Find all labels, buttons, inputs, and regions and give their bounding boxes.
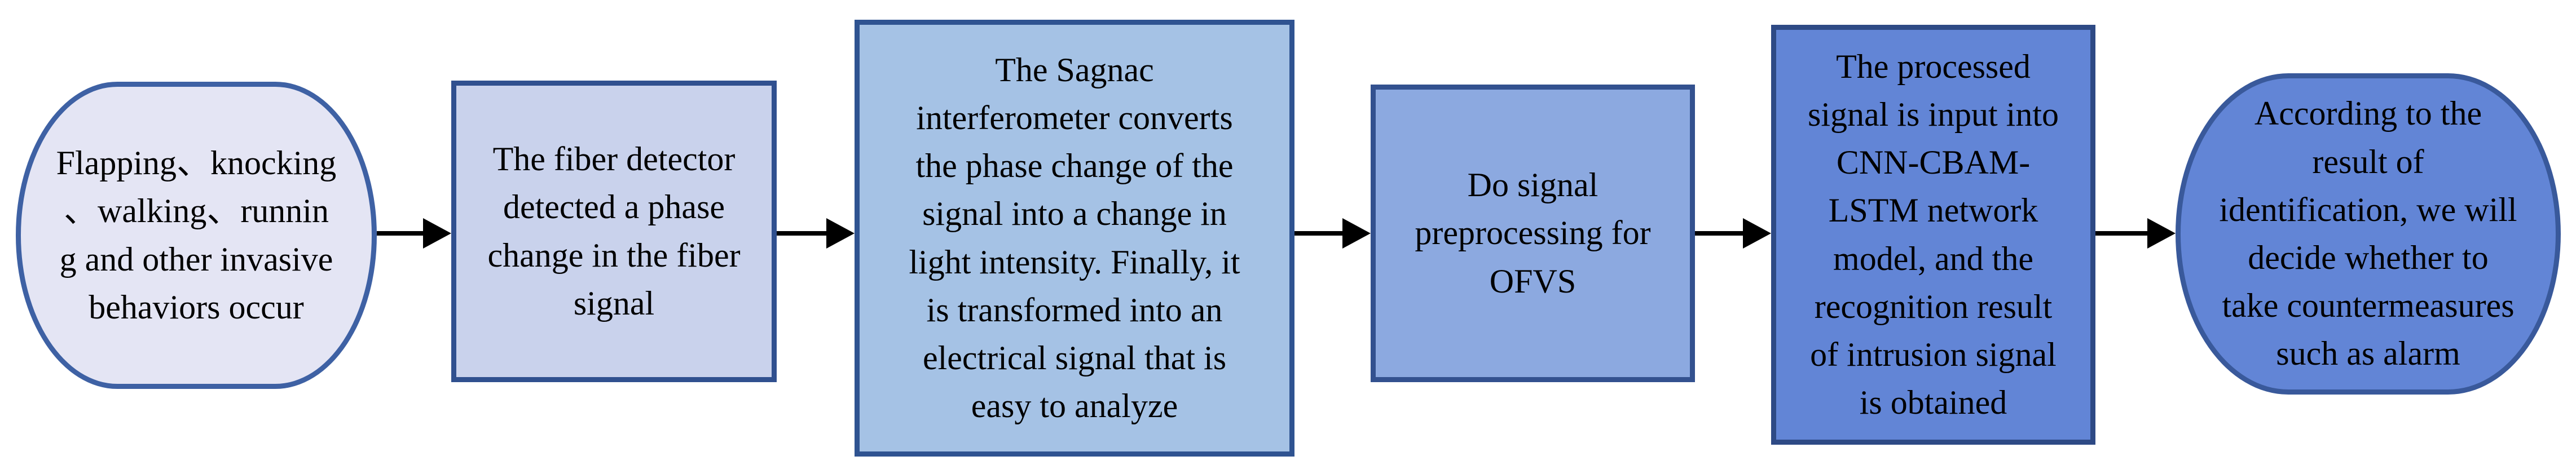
arrow-3-shaft [1294, 231, 1347, 236]
node-countermeasures-end-label: According to the result of identificatio… [2219, 95, 2517, 373]
arrow-1-shaft [377, 231, 428, 236]
node-cnn-cbam-lstm-label: The processed signal is input into CNN-C… [1807, 47, 2059, 422]
arrow-2-head-icon [826, 218, 855, 249]
node-fiber-detector-label: The fiber detector detected a phase chan… [487, 140, 741, 322]
node-fiber-detector: The fiber detector detected a phase chan… [451, 81, 777, 382]
node-countermeasures-end: According to the result of identificatio… [2176, 73, 2561, 395]
arrow-2-shaft [777, 231, 831, 236]
arrow-4-shaft [1695, 231, 1747, 236]
arrow-1 [377, 218, 451, 249]
node-cnn-cbam-lstm: The processed signal is input into CNN-C… [1771, 25, 2095, 445]
node-invasive-behaviors-start: Flapping、knocking 、walking、runnin g and … [16, 82, 377, 389]
node-signal-preprocessing: Do signal preprocessing for OFVS [1371, 85, 1695, 382]
arrow-5-shaft [2095, 231, 2152, 236]
arrow-5 [2095, 218, 2176, 249]
node-sagnac-interferometer: The Sagnac interferometer converts the p… [855, 20, 1294, 457]
arrow-2 [777, 218, 855, 249]
arrow-3-head-icon [1342, 218, 1371, 249]
arrow-3 [1294, 218, 1371, 249]
node-signal-preprocessing-label: Do signal preprocessing for OFVS [1415, 166, 1651, 300]
arrow-4-head-icon [1743, 218, 1771, 249]
arrow-4 [1695, 218, 1771, 249]
node-invasive-behaviors-start-label: Flapping、knocking 、walking、runnin g and … [56, 144, 337, 326]
arrow-5-head-icon [2147, 218, 2176, 249]
arrow-1-head-icon [423, 218, 451, 249]
node-sagnac-interferometer-label: The Sagnac interferometer converts the p… [909, 51, 1240, 425]
